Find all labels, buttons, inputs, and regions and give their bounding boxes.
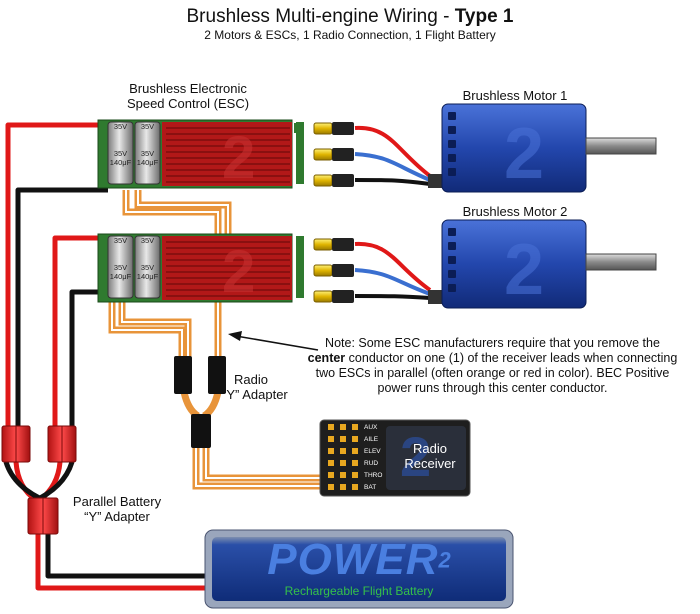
radio-y-label: Radio “Y” Adapter [222, 372, 288, 402]
battery-connectors [1, 425, 77, 535]
motor-2: 2 [428, 219, 657, 310]
channel-elev: ELEV [364, 448, 381, 455]
radio-receiver: 2 [319, 419, 471, 497]
bullet-connectors [294, 122, 354, 303]
channel-bat: BAT [364, 484, 377, 491]
receiver-channel-list: AUX AILE ELEV RUD THRO BAT [364, 422, 394, 494]
flight-battery [204, 529, 514, 609]
note-arrow [228, 331, 319, 351]
svg-text:2: 2 [222, 124, 255, 191]
svg-text:2: 2 [504, 114, 544, 194]
battery-y-label: Parallel Battery “Y” Adapter [72, 494, 162, 524]
channel-aux: AUX [364, 424, 378, 431]
diagram-subtitle: 2 Motors & ESCs, 1 Radio Connection, 1 F… [204, 28, 496, 42]
esc-1: 2 [97, 119, 304, 191]
svg-text:2: 2 [400, 425, 431, 488]
svg-text:2: 2 [222, 238, 255, 305]
radio-y-adapter [174, 356, 226, 448]
motor-1: 2 [428, 103, 657, 194]
battery-brand: POWER2 [267, 535, 451, 584]
note-text: Note: Some ESC manufacturers require tha… [307, 336, 678, 395]
motor-2-label: Brushless Motor 2 [462, 204, 568, 219]
channel-rud: RUD [364, 460, 379, 467]
esc-2: 2 [97, 233, 304, 305]
battery-wires [3, 122, 210, 591]
battery-caption: Rechargeable Flight Battery [284, 584, 434, 598]
receiver-label: Radio Receiver [404, 441, 456, 471]
diagram-title: Brushless Multi-engine Wiring - Type 1 [186, 6, 514, 27]
channel-thro: THRO [364, 472, 383, 479]
channel-aile: AILE [364, 436, 379, 443]
motor-1-label: Brushless Motor 1 [462, 88, 568, 103]
esc-label: Brushless Electronic Speed Control (ESC) [126, 81, 250, 111]
svg-text:2: 2 [504, 230, 544, 310]
motor-wires [354, 125, 432, 300]
